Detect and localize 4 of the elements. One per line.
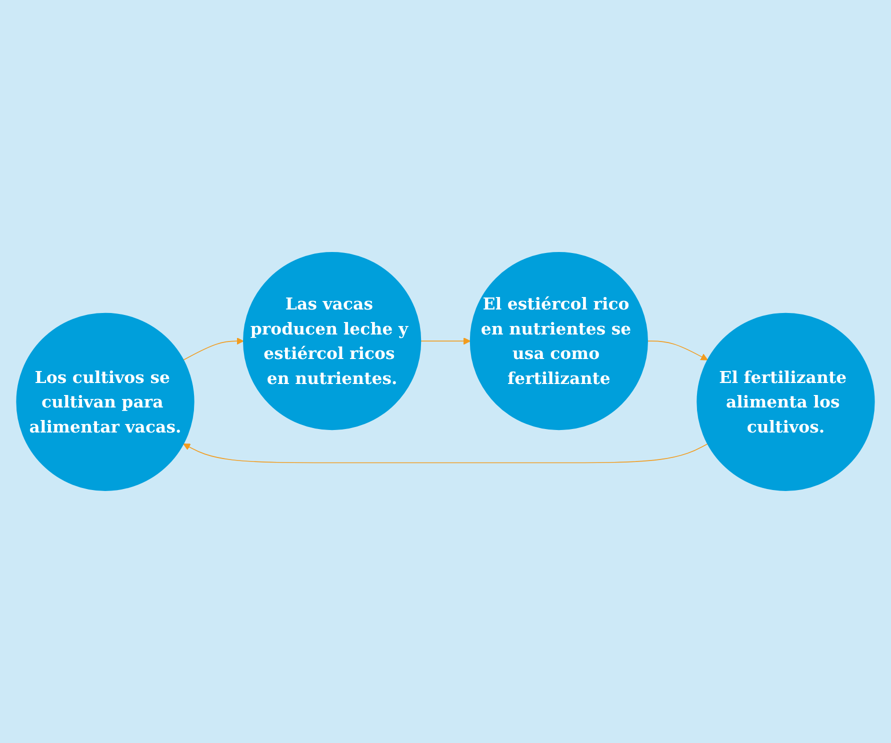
step-circle: El fertilizante alimenta los cultivos.	[696, 312, 875, 491]
step-circle: Las vacas producen leche y estiércol ricos en nutrientes.	[243, 252, 422, 430]
step-circle: Los cultivos se cultivan para alimentar vacas.	[16, 312, 194, 491]
step-circle: El estiércol rico en nutrientes se usa como fertilizante	[470, 252, 648, 430]
